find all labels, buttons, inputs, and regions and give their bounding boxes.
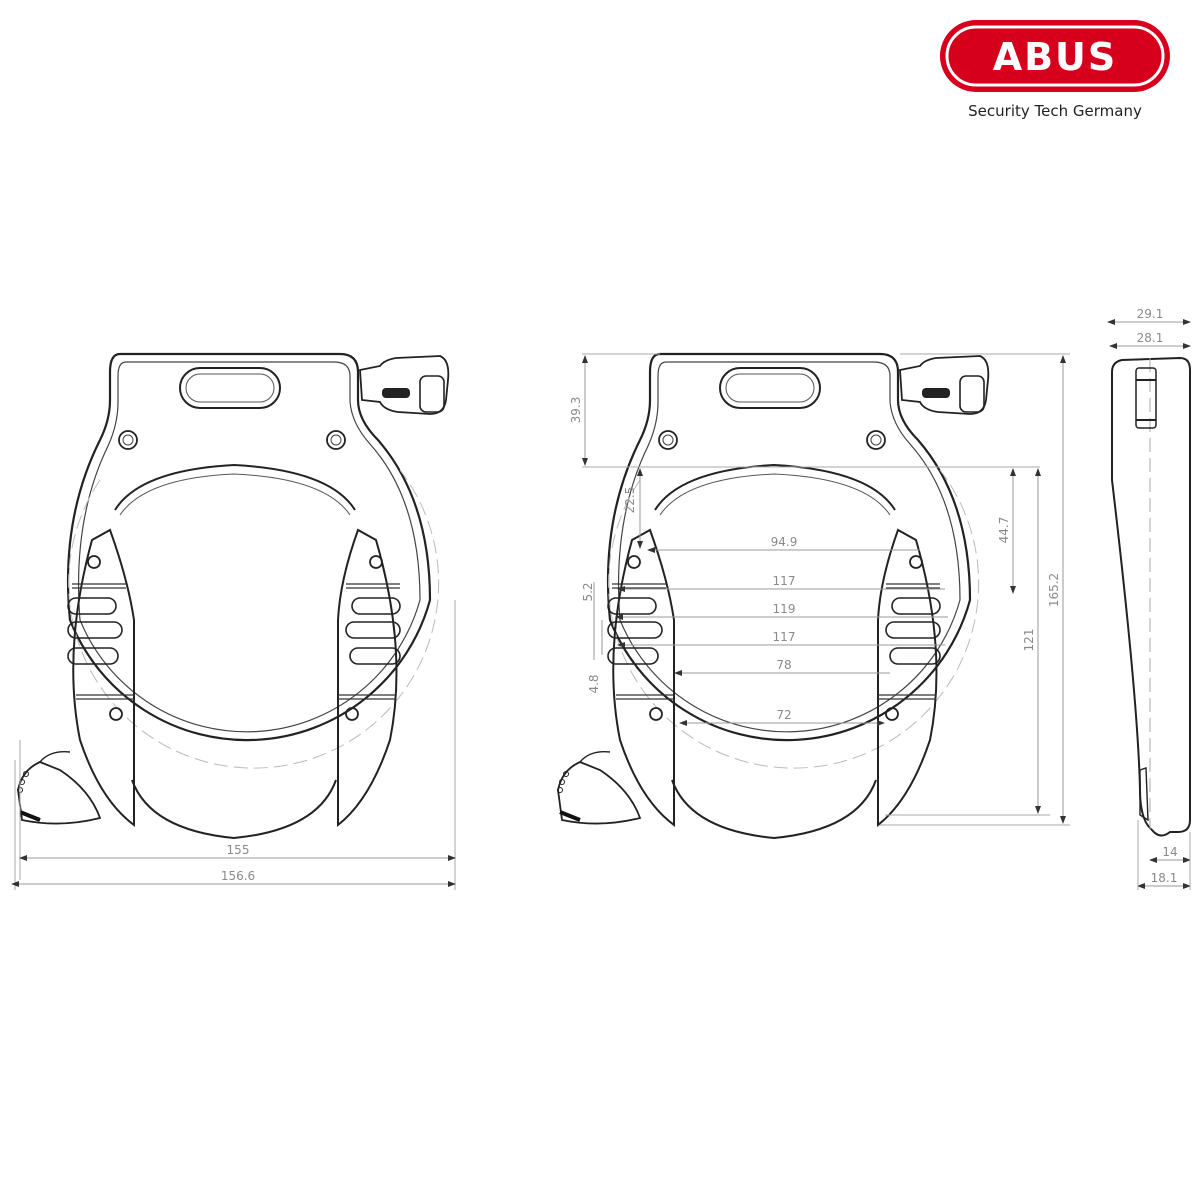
front-view-left: 155 156.6 <box>11 352 456 890</box>
abus-logo: ABUS <box>940 20 1170 92</box>
dim-28-1: 28.1 <box>1137 331 1164 345</box>
dim-22-5: 22.5 <box>623 487 637 514</box>
dim-78: 78 <box>776 658 791 672</box>
dim-29-1: 29.1 <box>1137 307 1164 321</box>
dim-119: 119 <box>773 602 796 616</box>
front-view-dimensioned: 39.3 22.5 94.9 117 119 117 78 72 5.2 4.8… <box>555 352 1070 840</box>
dim-165-2: 165.2 <box>1047 573 1061 607</box>
dim-14: 14 <box>1162 845 1177 859</box>
dim-44-7: 44.7 <box>997 517 1011 544</box>
brand-tagline: Security Tech Germany <box>968 102 1142 120</box>
dim-5-2: 5.2 <box>581 582 595 601</box>
dim-18-1: 18.1 <box>1151 871 1178 885</box>
dim-117-a: 117 <box>773 574 796 588</box>
dim-width-155: 155 <box>227 843 250 857</box>
dim-117-b: 117 <box>773 630 796 644</box>
dim-4-8: 4.8 <box>587 674 601 693</box>
dim-72: 72 <box>776 708 791 722</box>
dim-121: 121 <box>1022 629 1036 652</box>
side-view: 29.1 28.1 14 18.1 <box>1107 307 1191 890</box>
brand-name: ABUS <box>993 35 1118 79</box>
dim-39-3: 39.3 <box>569 397 583 424</box>
dim-width-156-6: 156.6 <box>221 869 255 883</box>
dim-94-9: 94.9 <box>771 535 798 549</box>
